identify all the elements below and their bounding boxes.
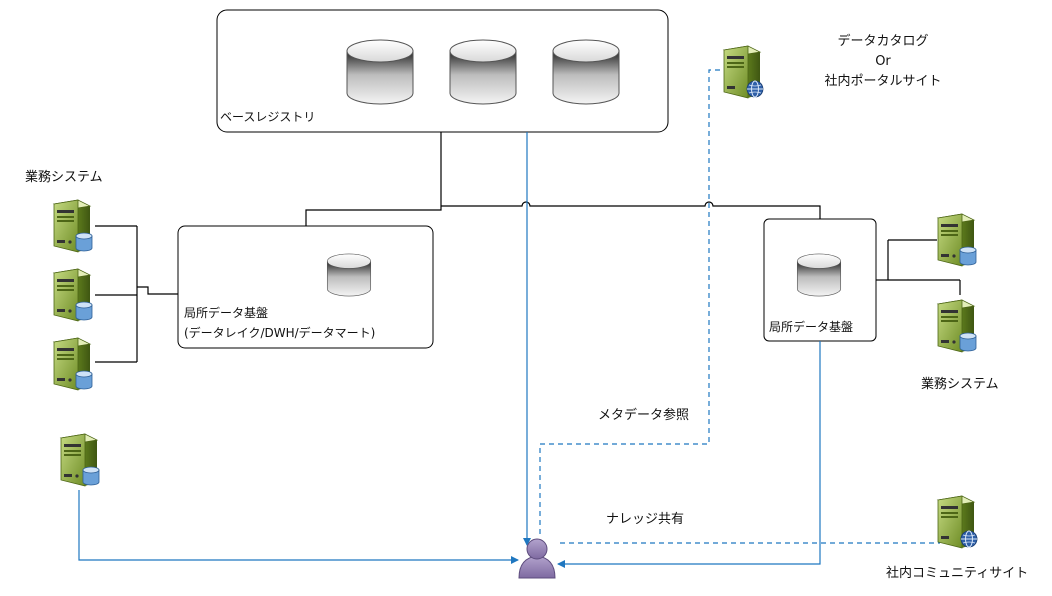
catalog-or-label: Or <box>875 54 891 69</box>
business-system-left-label: 業務システム <box>25 170 103 185</box>
database-icon <box>796 253 842 297</box>
database-icon <box>326 253 372 297</box>
portal-label: 社内ポータルサイト <box>824 74 942 89</box>
database-icon <box>449 39 517 105</box>
standalone-server-icon <box>60 433 100 487</box>
user-icon <box>518 538 556 579</box>
business-server-icon <box>53 337 93 391</box>
database-icon <box>346 39 414 105</box>
local-platform-right-label: 局所データ基盤 <box>769 320 854 334</box>
database-icon <box>552 39 620 105</box>
base-registry-box <box>216 9 669 133</box>
base-registry-label: ベースレジストリ <box>220 110 316 124</box>
knowledge-share-label: ナレッジ共有 <box>606 512 685 527</box>
metadata-ref-label: メタデータ参照 <box>598 408 690 423</box>
catalog-server-globe-icon <box>723 45 764 99</box>
business-server-icon <box>53 268 93 322</box>
local-platform-left-label: 局所データ基盤 <box>184 306 269 320</box>
local-platform-left-sublabel: (データレイク/DWH/データマート) <box>184 326 376 340</box>
business-server-icon <box>53 199 93 253</box>
business-server-icon <box>937 213 977 267</box>
reference-dashed-lines <box>539 69 940 544</box>
business-system-right-label: 業務システム <box>921 377 999 392</box>
community-site-label: 社内コミュニティサイト <box>886 566 1029 581</box>
network-connectors <box>95 132 961 363</box>
catalog-label: データカタログ <box>837 34 929 49</box>
business-server-icon <box>937 299 977 353</box>
data-flow-arrows <box>78 132 821 568</box>
community-server-globe-icon <box>937 495 978 549</box>
